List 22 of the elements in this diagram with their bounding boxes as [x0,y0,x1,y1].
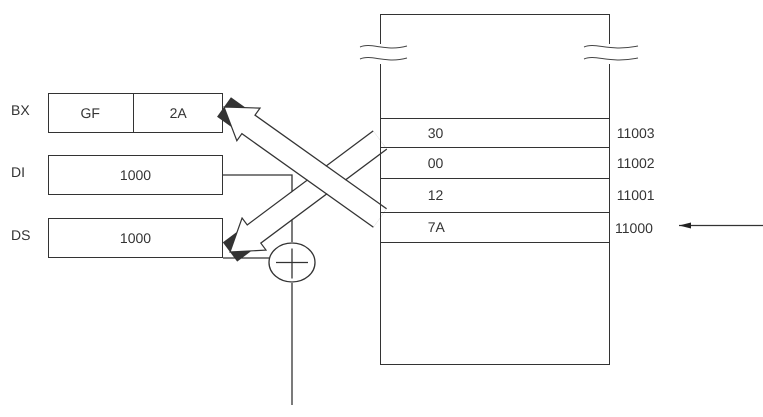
connector-line [223,257,269,259]
cell-value: 12 [428,187,444,204]
cell-value: 00 [428,154,444,171]
register-name: DI [11,164,25,180]
cell-value: 2A [170,104,187,121]
register-value: 1000 [120,167,152,183]
block-arrow [217,97,387,228]
connector-line [223,174,293,242]
cell-value: 30 [428,124,444,141]
cell-value: 7A [428,219,445,236]
register-name: DS [11,227,30,243]
register-name: BX [11,102,30,118]
address-label: 11003 [616,124,655,141]
memory-cell [380,212,610,243]
pointer-arrow [679,222,763,228]
address-label: 11000 [615,220,653,236]
register-value: 1000 [120,230,152,246]
block-arrow [222,130,388,262]
cell-value: GF [80,104,100,121]
address-label: 11002 [616,154,655,171]
address-label: 11001 [616,187,655,204]
adder-circle [268,242,316,283]
